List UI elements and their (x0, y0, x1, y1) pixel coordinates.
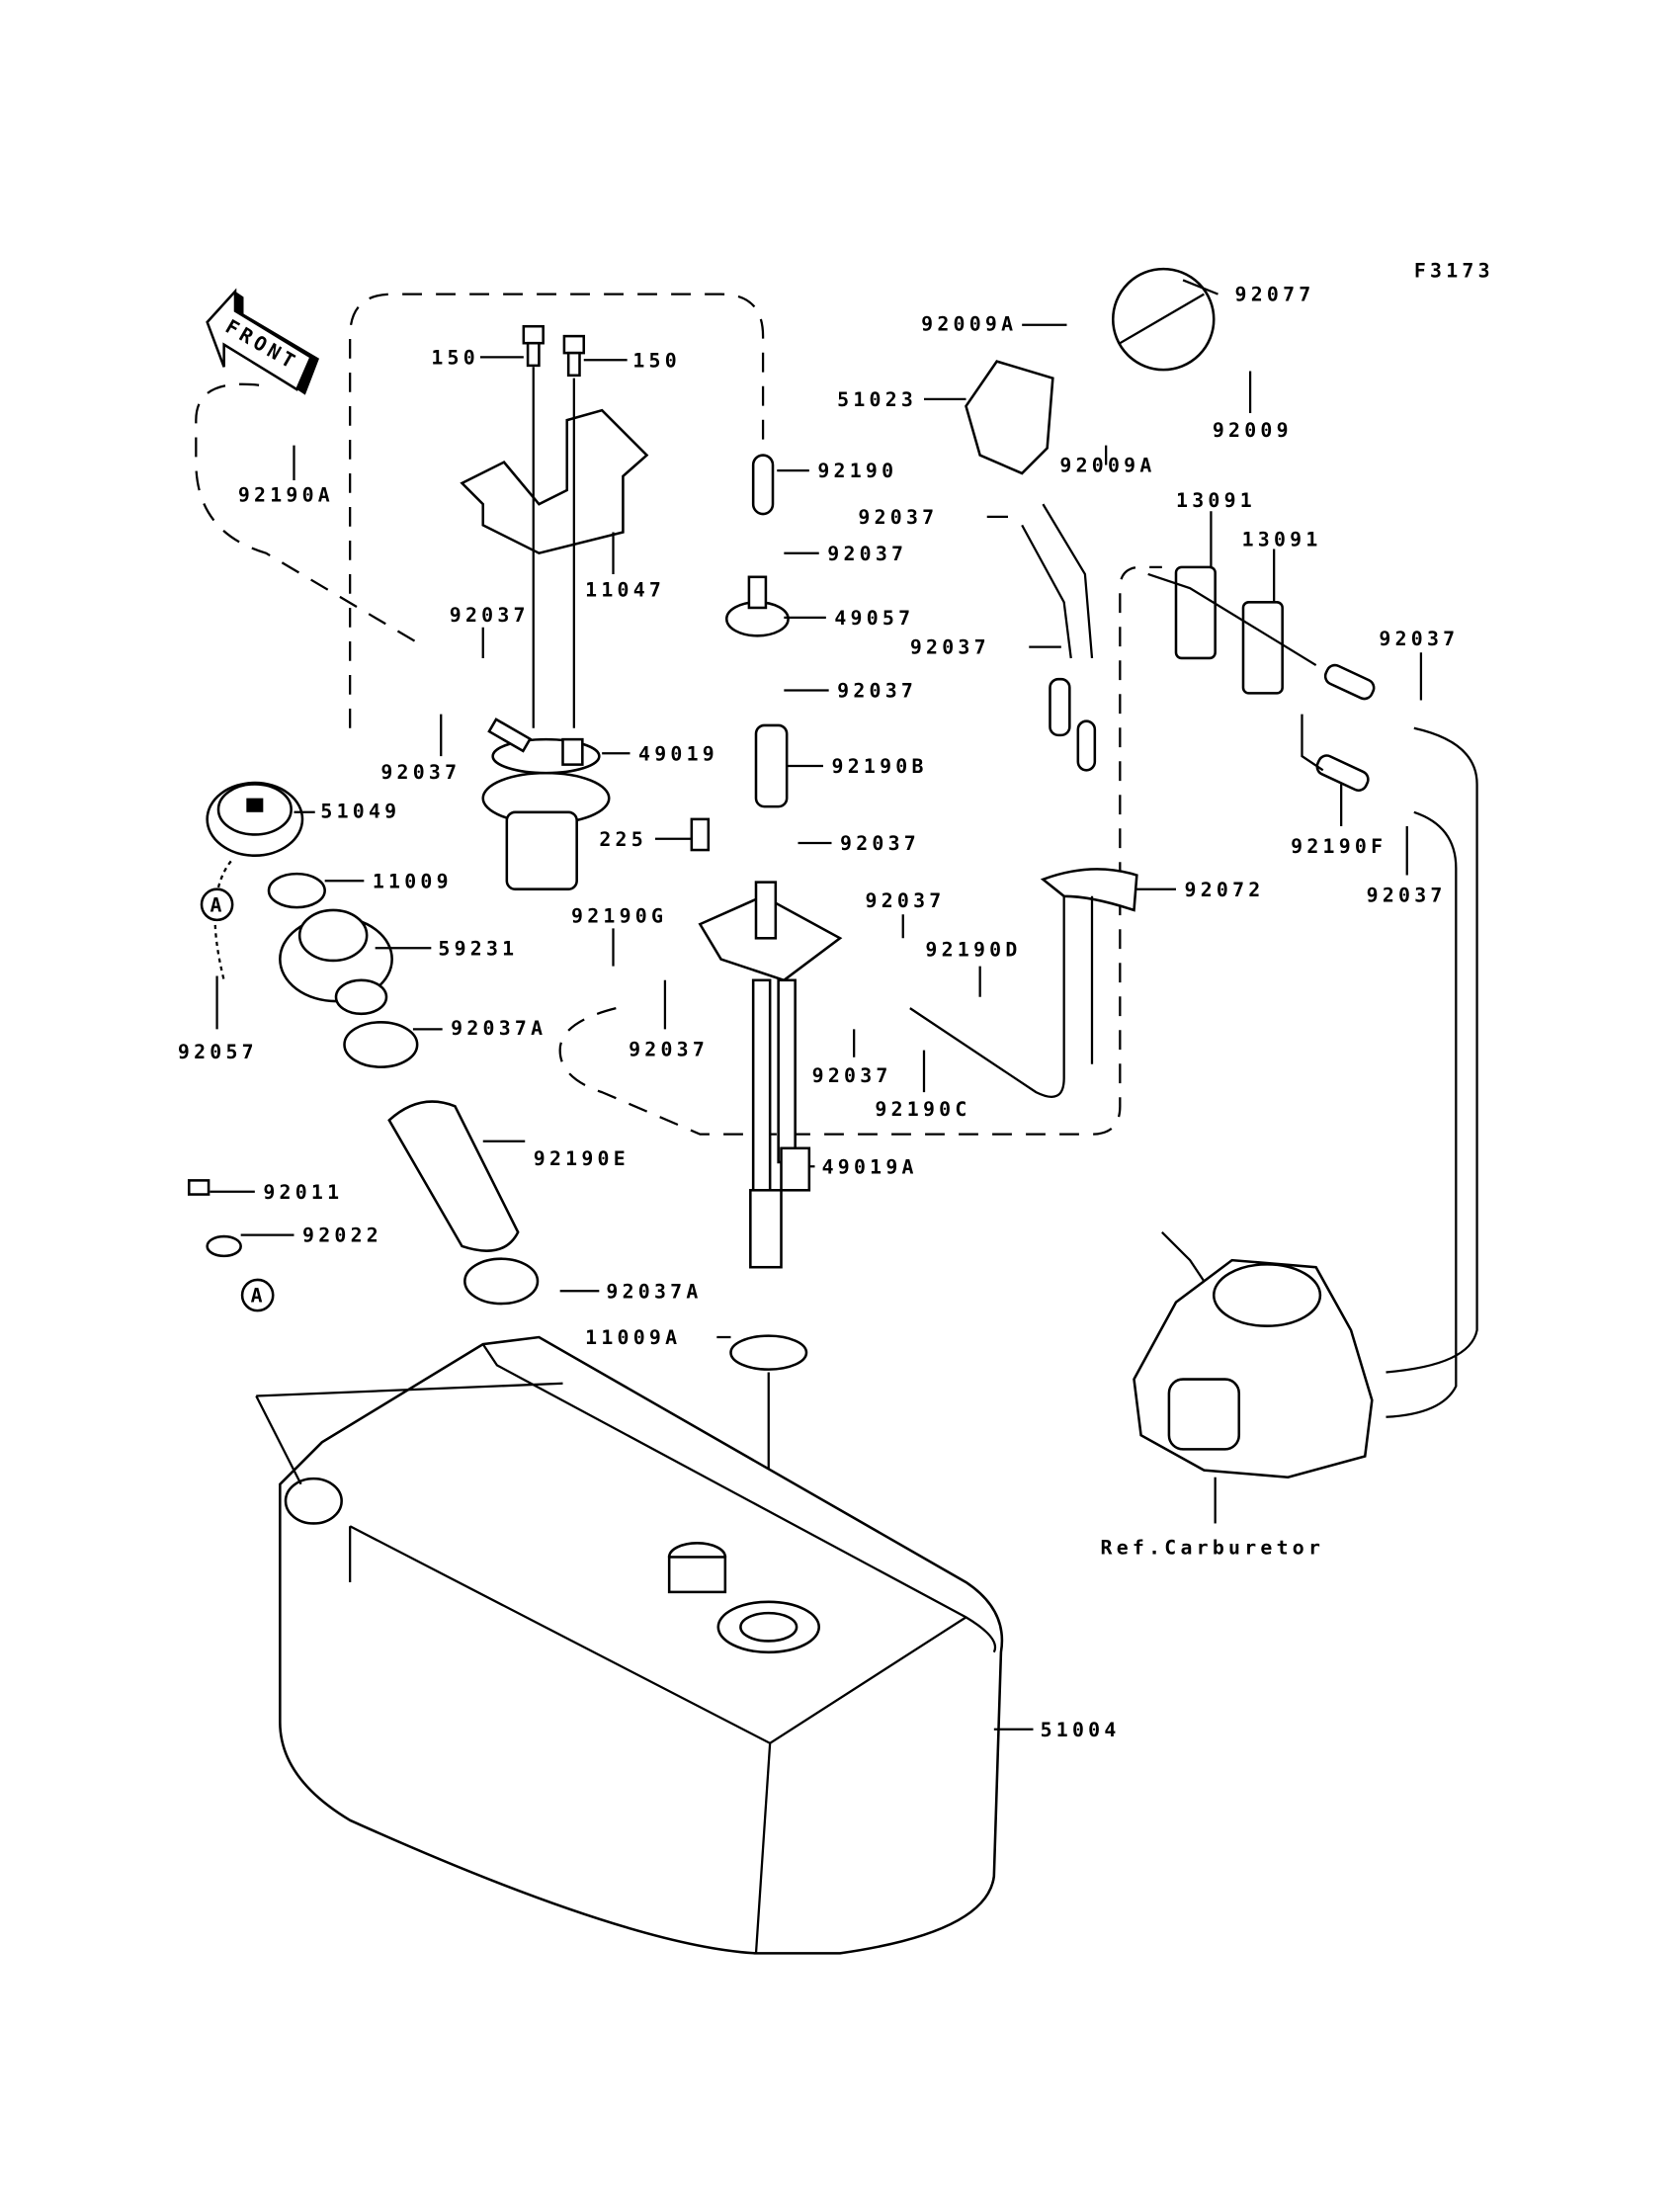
routing-line-left (195, 382, 421, 645)
hose-part (1315, 754, 1370, 792)
part-label[interactable]: 92190 (817, 460, 897, 482)
part-label[interactable]: 92037 (450, 604, 530, 627)
clamp-part (463, 1257, 540, 1306)
carburetor-part (1133, 1230, 1374, 1479)
part-label[interactable]: 92037 (827, 543, 907, 565)
part-label[interactable]: 92190G (571, 905, 667, 928)
reference-marker-a: A (240, 1278, 275, 1312)
bolt-shank (566, 351, 581, 378)
part-label[interactable]: 11009A (585, 1326, 681, 1349)
part-label[interactable]: 150 (632, 349, 681, 372)
filler-neck-part (279, 908, 393, 1016)
part-label[interactable]: 49019 (638, 742, 718, 765)
screw-icon (187, 1179, 210, 1196)
bolt-icon (562, 334, 586, 355)
fuel-hose-line (1021, 503, 1094, 659)
routing-line-filter (349, 293, 765, 728)
part-label[interactable]: 92190E (534, 1147, 630, 1170)
part-label[interactable]: 51023 (837, 388, 917, 411)
screw-icon (690, 817, 711, 852)
part-label[interactable]: 92009A (921, 312, 1017, 335)
strap-part (1040, 868, 1138, 912)
part-label[interactable]: 92037 (866, 889, 946, 912)
part-label[interactable]: 92037 (380, 761, 461, 784)
hose-part (754, 723, 789, 808)
hose-part (1076, 719, 1097, 772)
part-label[interactable]: 92057 (178, 1041, 258, 1063)
front-arrow-icon: FRONT (206, 288, 319, 395)
part-label[interactable]: 92037 (629, 1038, 709, 1060)
part-label[interactable]: 59231 (438, 937, 518, 960)
part-label[interactable]: 92190C (875, 1098, 970, 1121)
part-label[interactable]: 92009 (1213, 419, 1293, 442)
leader-lines (210, 279, 1423, 1339)
part-label[interactable]: 92037 (858, 506, 938, 529)
fuel-valve-part (698, 881, 843, 1269)
clamp-part (343, 1021, 419, 1068)
bolt-icon (522, 324, 545, 345)
bolt-shank (526, 341, 541, 368)
figure-code: F3173 (1414, 260, 1494, 283)
part-label[interactable]: 51049 (320, 800, 400, 822)
washer-part (206, 1234, 242, 1258)
part-label[interactable]: 49019A (822, 1155, 918, 1178)
filler-cap-part (206, 781, 304, 857)
fuel-filter-part (481, 718, 611, 890)
fuel-pump-part (965, 360, 1054, 475)
hose-part (751, 454, 775, 516)
part-label[interactable]: 11047 (585, 579, 665, 602)
svg-text:A: A (251, 1285, 267, 1308)
part-label[interactable]: 92037A (606, 1280, 702, 1303)
clamp-block-part (1241, 601, 1284, 695)
hose-part (1323, 663, 1376, 701)
part-label[interactable]: 92190B (832, 755, 928, 778)
part-label[interactable]: 92072 (1185, 879, 1265, 901)
part-label[interactable]: 49057 (834, 607, 914, 630)
routing-line-valve (558, 565, 1162, 1136)
part-label[interactable]: 92190F (1291, 835, 1386, 858)
part-label[interactable]: 51004 (1041, 1719, 1121, 1741)
part-label[interactable]: 92037 (910, 636, 990, 659)
hose-part (1049, 677, 1071, 737)
part-label[interactable]: 13091 (1242, 529, 1322, 551)
o-ring-part (729, 1334, 808, 1371)
part-label[interactable]: 92190A (238, 483, 334, 506)
part-label[interactable]: 11009 (373, 870, 453, 892)
part-label[interactable]: 92009A (1059, 455, 1155, 477)
part-label[interactable]: 92037 (837, 680, 917, 703)
fuel-tank-part (279, 1335, 1004, 1955)
part-label[interactable]: 13091 (1176, 489, 1256, 512)
part-label[interactable]: 92037 (1367, 884, 1447, 906)
part-label[interactable]: 92037 (1379, 628, 1459, 650)
gasket-part (267, 872, 326, 909)
part-label[interactable]: 92190D (925, 939, 1021, 962)
fuel-filter-nipple (747, 575, 768, 610)
carburetor-reference-label: Ref.Carburetor (1101, 1537, 1325, 1560)
part-label[interactable]: 92037A (451, 1017, 546, 1040)
svg-text:A: A (210, 893, 226, 916)
part-label[interactable]: 92037 (840, 832, 920, 855)
part-label[interactable]: 92011 (263, 1181, 343, 1204)
part-label[interactable]: 150 (431, 346, 479, 369)
part-label[interactable]: 92022 (302, 1225, 382, 1247)
part-label[interactable]: 92077 (1235, 284, 1315, 306)
part-label[interactable]: 92037 (812, 1064, 892, 1087)
fuel-hose-line (909, 572, 1478, 1418)
reference-marker-a: A (200, 887, 234, 922)
clamp-block-part (1174, 565, 1217, 660)
cover-part (1111, 267, 1216, 372)
hose-part (387, 1100, 520, 1252)
part-label[interactable]: 225 (599, 828, 647, 851)
bracket-part (460, 408, 649, 555)
